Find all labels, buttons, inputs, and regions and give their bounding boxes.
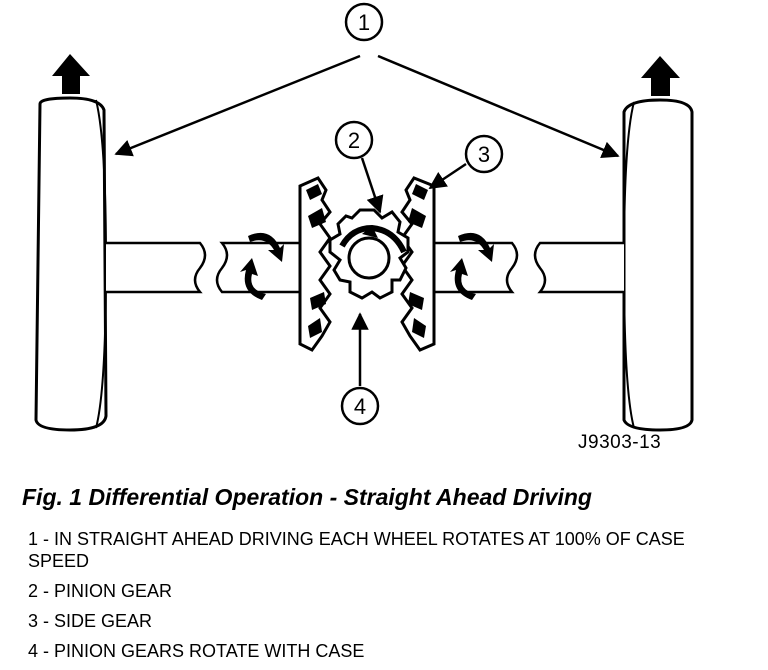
legend-item: 3 - SIDE GEAR [28, 611, 153, 631]
left-wheel [34, 96, 108, 432]
arrow-up-icon [52, 54, 90, 94]
legend-item: 4 - PINION GEARS ROTATE WITH CASE [28, 641, 365, 661]
pinion-gear [328, 208, 410, 300]
svg-text:3: 3 [478, 142, 490, 167]
rotation-arrow-icon [450, 232, 494, 300]
callout-2-leader [360, 157, 384, 214]
differential-diagram: 1 2 3 4 [34, 2, 694, 432]
right-wheel [622, 98, 694, 432]
callout-3-leader [428, 162, 467, 190]
figure-caption: Fig. 1 Differential Operation - Straight… [22, 484, 592, 510]
legend-item: 1 - IN STRAIGHT AHEAD DRIVING EACH WHEEL… [28, 529, 685, 571]
legend-list: 1 - IN STRAIGHT AHEAD DRIVING EACH WHEEL… [28, 528, 708, 670]
side-gear [306, 184, 428, 338]
svg-text:2: 2 [348, 128, 360, 153]
callout-1: 1 [344, 2, 384, 42]
legend-item: 2 - PINION GEAR [28, 581, 173, 601]
callout-1-leaders [114, 54, 620, 159]
callout-2: 2 [334, 120, 374, 160]
svg-text:1: 1 [358, 10, 370, 35]
callout-3: 3 [464, 134, 504, 174]
callout-4: 4 [340, 386, 380, 426]
arrow-up-icon [641, 56, 680, 96]
rotation-arrow-icon [240, 232, 284, 300]
svg-text:4: 4 [354, 394, 366, 419]
left-axle-shaft [106, 241, 302, 294]
figure-reference-code: J9303-13 [578, 432, 662, 453]
